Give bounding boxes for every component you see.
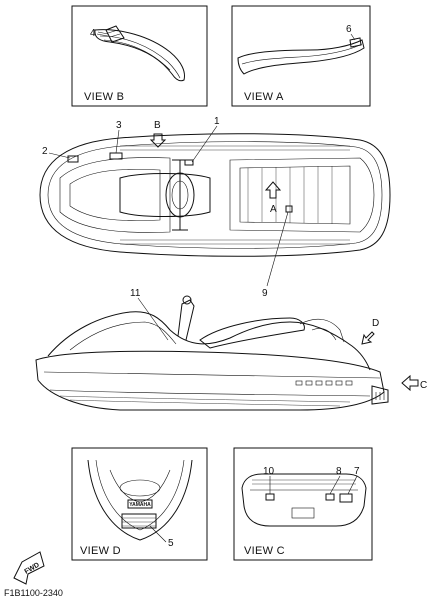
callout-8: 8 (336, 466, 342, 477)
view-c-decal-8 (325, 493, 335, 501)
view-d-panel: YAMAHA 5 VIEW D (71, 447, 208, 561)
view-c-decal-7 (339, 493, 353, 503)
arrow-b-letter: B (154, 120, 161, 131)
side-view-hull-stripes (59, 395, 351, 407)
top-view-side-rail-hatching (120, 145, 350, 245)
view-c-transom-hatching (252, 479, 356, 485)
arrow-b-icon (149, 133, 167, 148)
callout-7: 7 (354, 466, 360, 477)
side-view-hull (35, 350, 385, 411)
side-view-upper-body (47, 311, 371, 371)
callout-5: 5 (168, 538, 174, 549)
arrow-d-letter: D (372, 318, 379, 329)
view-a-seat-shape (237, 39, 365, 75)
fwd-label: FWD (24, 562, 41, 576)
arrow-d-icon (361, 331, 375, 345)
side-view-decal-row (295, 380, 353, 386)
callout-10: 10 (263, 466, 275, 477)
callout-4: 4 (90, 28, 96, 39)
view-c-stern-shape (241, 473, 367, 527)
view-c-panel: 10 8 7 VIEW C (233, 447, 373, 561)
callout-3: 3 (116, 120, 122, 131)
view-c-decal-10 (265, 493, 275, 501)
top-view-hull-outline (39, 133, 391, 257)
top-view-label-3 (109, 152, 123, 160)
view-a-caption: VIEW A (244, 91, 284, 103)
view-c-caption: VIEW C (244, 545, 285, 557)
arrow-a-icon (264, 181, 282, 199)
view-d-brand-badge: YAMAHA (127, 499, 153, 509)
top-view-label-2 (67, 155, 79, 163)
view-b-caption: VIEW B (84, 91, 124, 103)
callout-9: 9 (262, 288, 268, 299)
callout-2: 2 (42, 146, 48, 157)
view-d-decal-5 (121, 513, 157, 529)
top-view-rear-mat-hatching (247, 166, 333, 224)
view-b-fairing-shape (94, 29, 185, 82)
side-view-watercraft: 11 D C (35, 288, 427, 411)
view-b-label-patch (105, 25, 125, 43)
top-view-label-9 (285, 205, 293, 213)
top-view-seat (119, 173, 211, 217)
arrow-c-letter: C (420, 380, 427, 391)
callout-11: 11 (130, 288, 141, 299)
part-code: F1B1100-2340 (4, 588, 63, 598)
view-d-bow-shape (87, 459, 193, 541)
arrow-a-letter: A (270, 204, 277, 215)
callout-6: 6 (346, 24, 352, 35)
view-b-panel: 4 VIEW B (71, 5, 208, 107)
top-view-watercraft: 1 2 3 9 B A (39, 116, 391, 299)
view-a-label-patch (349, 37, 362, 48)
view-a-panel: 6 VIEW A (231, 5, 371, 107)
side-view-handlebar (177, 299, 195, 341)
view-d-caption: VIEW D (80, 545, 121, 557)
view-d-brand-text: YAMAHA (129, 502, 151, 508)
fwd-arrow-icon: FWD (13, 551, 45, 585)
callout-1: 1 (214, 116, 220, 127)
top-view-label-1 (184, 159, 194, 166)
arrow-c-icon (401, 374, 419, 392)
